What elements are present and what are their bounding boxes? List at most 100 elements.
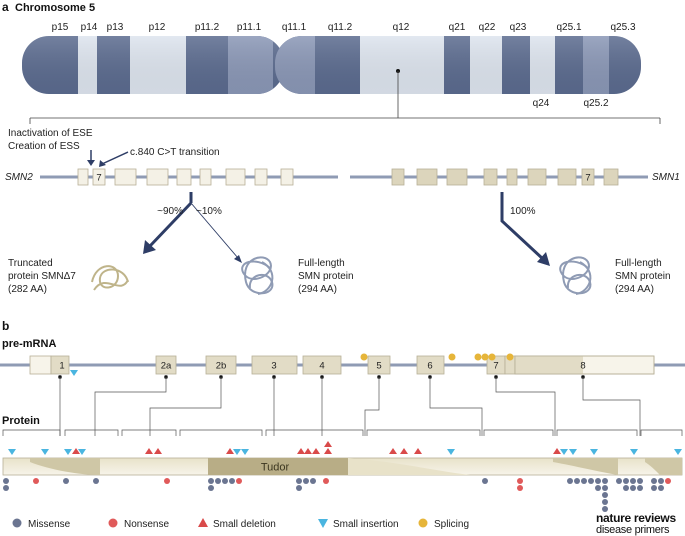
small-insertion-marker [241, 449, 249, 455]
full-length-label-line1-smn2: Full-length [298, 258, 345, 269]
nonsense-marker [236, 478, 242, 484]
missense-marker [574, 478, 580, 484]
journal-brand-line2: disease primers [596, 524, 670, 536]
missense-marker [637, 478, 643, 484]
small-insertion-marker [674, 449, 682, 455]
missense-marker [567, 478, 573, 484]
missense-marker [588, 478, 594, 484]
nonsense-marker [517, 485, 523, 491]
nonsense-legend-icon [108, 518, 118, 528]
full-length-label-line1-smn1: Full-length [615, 258, 662, 269]
exon7-label: 7 [585, 173, 590, 184]
full-length-label-line2-smn1: SMN protein [615, 271, 671, 282]
missense-marker [208, 478, 214, 484]
missense-marker [651, 485, 657, 491]
small-deletion-marker [145, 448, 153, 454]
missense-marker [581, 478, 587, 484]
ese-annotation: Inactivation of ESE [8, 128, 93, 139]
splicing-mutations-premrna [70, 353, 514, 376]
band-label: q11.2 [328, 22, 353, 33]
smn1-gene-label: SMN1 [652, 172, 680, 183]
missense-marker [637, 485, 643, 491]
legend-small-insertion: Small insertion [333, 519, 399, 530]
legend-splicing: Splicing [434, 519, 469, 530]
missense-marker [602, 492, 608, 498]
band-label: q25.3 [610, 22, 635, 33]
ess-annotation: Creation of ESS [8, 141, 80, 152]
pct-100: 100% [510, 206, 536, 217]
exon7-label: 7 [96, 173, 101, 184]
small-deletion-marker [297, 448, 305, 454]
small-deletion-legend-icon [198, 518, 208, 527]
full-length-label-line3-smn1: (294 AA) [615, 284, 654, 295]
smn2-gene: 7 [40, 168, 338, 186]
missense-marker [658, 478, 664, 484]
missense-marker [3, 478, 9, 484]
mutation-pointer-arrow [101, 151, 129, 165]
missense-marker [63, 478, 69, 484]
band-label: q21 [449, 22, 466, 33]
small-insertion-marker [41, 449, 49, 455]
band-label: p13 [107, 22, 124, 33]
small-deletion-marker [154, 448, 162, 454]
truncated-label-line2: protein SMNΔ7 [8, 271, 76, 282]
missense-marker [310, 478, 316, 484]
band-label: q23 [510, 22, 527, 33]
exon-label: 2b [216, 361, 227, 372]
exon-label: 7 [493, 361, 498, 372]
small-deletion-marker [226, 448, 234, 454]
missense-marker [296, 478, 302, 484]
small-insertion-marker [590, 449, 598, 455]
nonsense-marker [323, 478, 329, 484]
band-label: p11.1 [237, 22, 262, 33]
small-insertion-marker [78, 449, 86, 455]
small-deletion-marker [304, 448, 312, 454]
missense-marker [651, 478, 657, 484]
band-label: q22 [479, 22, 496, 33]
missense-marker [658, 485, 664, 491]
band-label: q12 [393, 22, 410, 33]
nonsense-marker [33, 478, 39, 484]
small-insertion-marker [560, 449, 568, 455]
splicing-marker [360, 353, 368, 361]
missense-marker [616, 478, 622, 484]
splicing-marker [448, 353, 456, 361]
band-label: q25.1 [556, 22, 581, 33]
splicing-marker [474, 353, 482, 361]
mutations-above-protein [8, 441, 682, 455]
missense-marker [303, 478, 309, 484]
small-deletion-marker [553, 448, 561, 454]
splicing-marker [481, 353, 489, 361]
missense-marker [623, 478, 629, 484]
premrna-title: pre-mRNA [2, 338, 56, 350]
small-deletion-marker [324, 441, 332, 447]
band-label: q24 [533, 98, 550, 109]
legend-missense: Missense [28, 519, 71, 530]
missense-marker [93, 478, 99, 484]
small-insertion-legend-icon [318, 519, 328, 528]
band-label: p14 [81, 22, 98, 33]
exon-label: 6 [427, 361, 432, 372]
small-insertion-marker [64, 449, 72, 455]
mutation-pointer-arrowhead [99, 160, 106, 167]
exon-label: 8 [580, 361, 585, 372]
legend-small-deletion: Small deletion [213, 519, 276, 530]
band-label: p15 [52, 22, 69, 33]
missense-marker [296, 485, 302, 491]
small-insertion-marker [569, 449, 577, 455]
nonsense-marker [665, 478, 671, 484]
nonsense-marker [164, 478, 170, 484]
pct-90: ~90% [157, 206, 183, 217]
missense-marker [595, 485, 601, 491]
missense-marker [229, 478, 235, 484]
smn1-gene: 7 [338, 166, 648, 188]
smn2-splicing-arrows: ~90% ~10% [143, 192, 242, 263]
band-label: q11.1 [282, 22, 307, 33]
journal-brand-line1: nature reviews [596, 511, 676, 525]
missense-marker [602, 478, 608, 484]
pre-mrna: 1 2a 2b 3 4 5 6 7 8 [0, 355, 685, 375]
exon-label: 3 [271, 361, 276, 372]
full-length-label-line2-smn2: SMN protein [298, 271, 354, 282]
small-deletion-marker [400, 448, 408, 454]
